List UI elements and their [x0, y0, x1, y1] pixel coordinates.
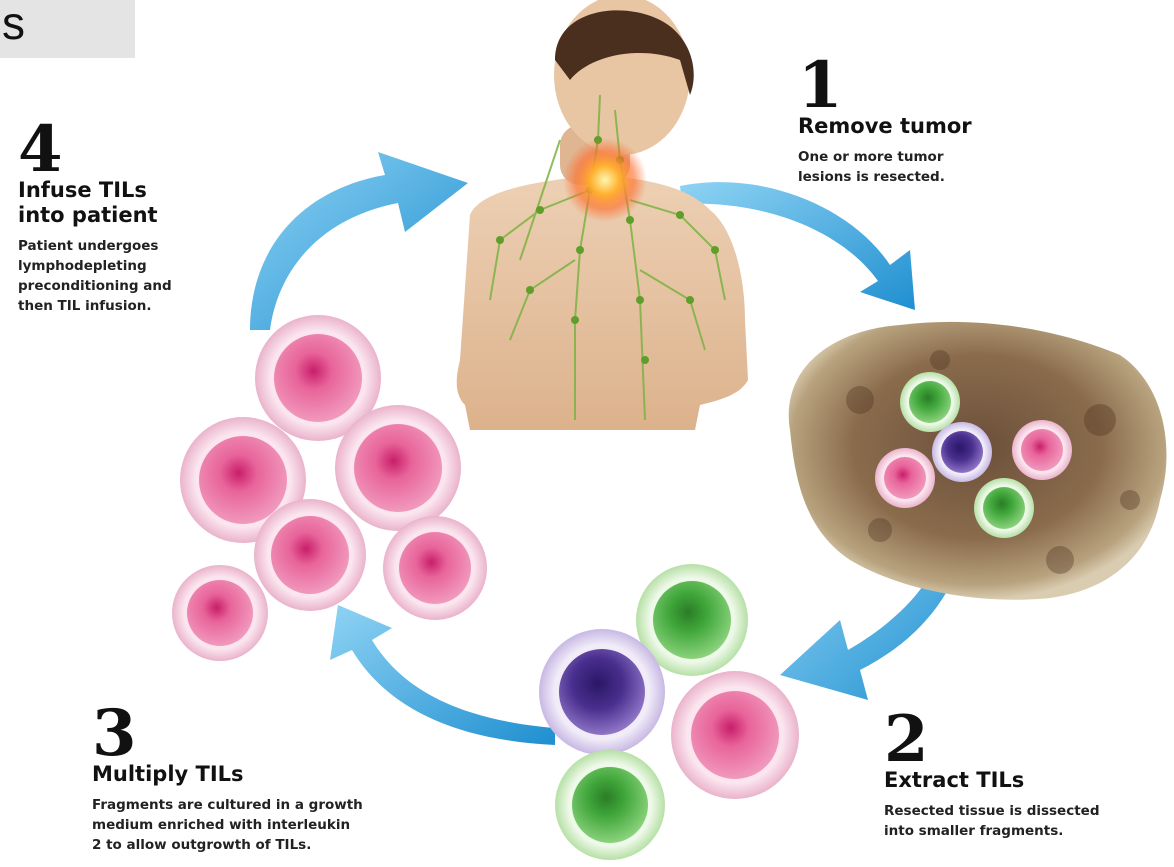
- step-3-title: Multiply TILs: [92, 762, 363, 787]
- step-1-block: 1 Remove tumor One or more tumor lesions…: [798, 58, 972, 187]
- step-1-description: One or more tumor lesions is resected.: [798, 147, 972, 187]
- step-4-title: Infuse TILs into patient: [18, 178, 172, 228]
- til-cell-pink: [383, 516, 487, 620]
- til-cell-pink: [671, 671, 799, 799]
- arrow-4-to-1: [250, 152, 468, 330]
- til-cell-pink: [172, 565, 268, 661]
- til-cell-pink: [254, 499, 366, 611]
- til-cell-purple: [539, 629, 665, 755]
- step-4-number: 4: [18, 122, 172, 178]
- extracted-til-cells: [539, 564, 799, 860]
- arrow-3-to-4: [330, 605, 555, 745]
- step-3-number: 3: [92, 706, 363, 762]
- multiplied-til-cells: [172, 315, 487, 661]
- tumor-tissue: [789, 322, 1167, 600]
- step-2-description: Resected tissue is dissected into smalle…: [884, 801, 1100, 841]
- patient-figure: [457, 0, 748, 430]
- tumor-glow: [563, 138, 647, 222]
- step-2-block: 2 Extract TILs Resected tissue is dissec…: [884, 712, 1100, 841]
- til-cell-green: [555, 750, 665, 860]
- step-2-number: 2: [884, 712, 1100, 768]
- step-2-title: Extract TILs: [884, 768, 1100, 793]
- step-1-number: 1: [798, 58, 972, 114]
- step-4-description: Patient undergoes lymphodepleting precon…: [18, 236, 172, 316]
- step-3-block: 3 Multiply TILs Fragments are cultured i…: [92, 706, 363, 855]
- step-3-description: Fragments are cultured in a growth mediu…: [92, 795, 363, 855]
- step-1-title: Remove tumor: [798, 114, 972, 139]
- step-4-block: 4 Infuse TILs into patient Patient under…: [18, 122, 172, 316]
- til-cell-pink: [335, 405, 461, 531]
